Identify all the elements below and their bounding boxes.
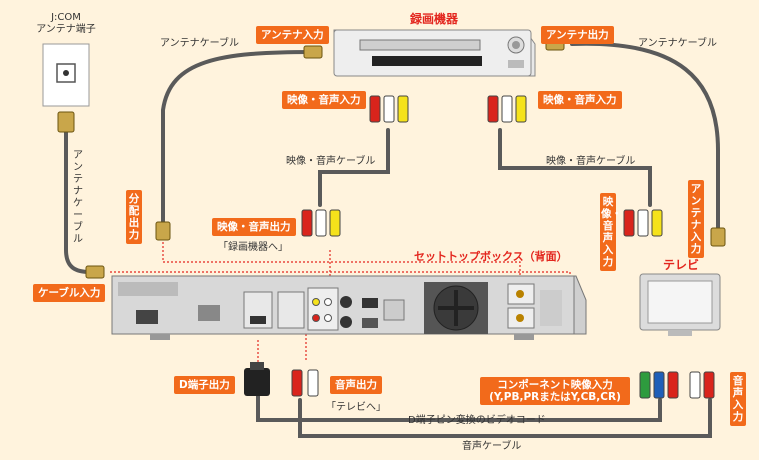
antenna-cable-left-label: アンテナケーブル [160,38,239,49]
recorder-title: 録画機器 [410,12,459,26]
tv-antenna-input-tag: アンテナ入力 [688,180,704,258]
antenna-output-tag: アンテナ出力 [541,26,614,44]
rca-plugs-stb-audio [291,369,319,397]
audio-cable-label: 音声ケーブル [462,441,522,452]
tv-title: テレビ [663,258,700,272]
antenna-cable-right-label: アンテナケーブル [638,38,717,49]
antenna-input-tag: アンテナ入力 [256,26,329,44]
antenna-cable-recorder-out [570,41,720,234]
rca-plugs-component [639,371,715,399]
rca-plugs-recorder-right [487,95,527,123]
rca-plugs-tv-av [623,209,663,237]
to-recorder-label: 「録画機器へ」 [218,242,288,253]
stb-title: セットトップボックス（背面） [414,250,568,263]
component-input-line2: (Y,PB,PRまたはY,CB,CR) [489,391,621,403]
antenna-cable-vertical-label: アンテナケーブル [73,150,83,245]
cable-input-tag: ケーブル入力 [33,284,106,302]
jcom-label-line2: アンテナ端子 [36,24,96,35]
d-terminal-plug [244,362,270,396]
av-cable-recorder-right [498,128,652,207]
d-terminal-cable [256,393,662,422]
d-terminal-output-tag: D端子出力 [174,376,235,394]
f-connectors [57,37,726,279]
tv-av-input-tag: 映像・音声入力 [600,193,622,271]
av-output-tag: 映像・音声出力 [212,218,296,236]
jcom-label: J:COM アンテナ端子 [28,12,104,36]
audio-output-tag: 音声出力 [330,376,382,394]
av-cable-recorder-left [318,128,390,207]
jcom-antenna-terminal [42,43,90,107]
component-input-tag: コンポーネント映像入力 (Y,PB,PRまたはY,CB,CR) [480,377,630,405]
antenna-cable-recorder-in [161,50,314,224]
av-cable-right-label: 映像・音声ケーブル [546,156,636,167]
stb-device [111,275,587,340]
audio-cable [298,398,712,438]
tv-device [639,273,721,336]
av-cable-left-label: 映像・音声ケーブル [286,156,376,167]
splitter-output-tag: 分配出力 [126,190,142,244]
rca-plugs-recorder-left [369,95,409,123]
cables [64,41,720,438]
recorder-device [333,29,536,77]
rca-plugs-stb-av [301,209,341,237]
to-tv-label: 「テレビへ」 [326,402,386,413]
audio-input-tag: 音声入力 [730,372,746,426]
component-input-line1: コンポーネント映像入力 [497,379,613,391]
av-input-tag-left: 映像・音声入力 [282,91,366,109]
jcom-label-line1: J:COM [51,12,81,23]
av-input-tag-right: 映像・音声入力 [538,91,622,109]
d-cable-label: D端子ピン変換のビデオコード [408,415,546,426]
